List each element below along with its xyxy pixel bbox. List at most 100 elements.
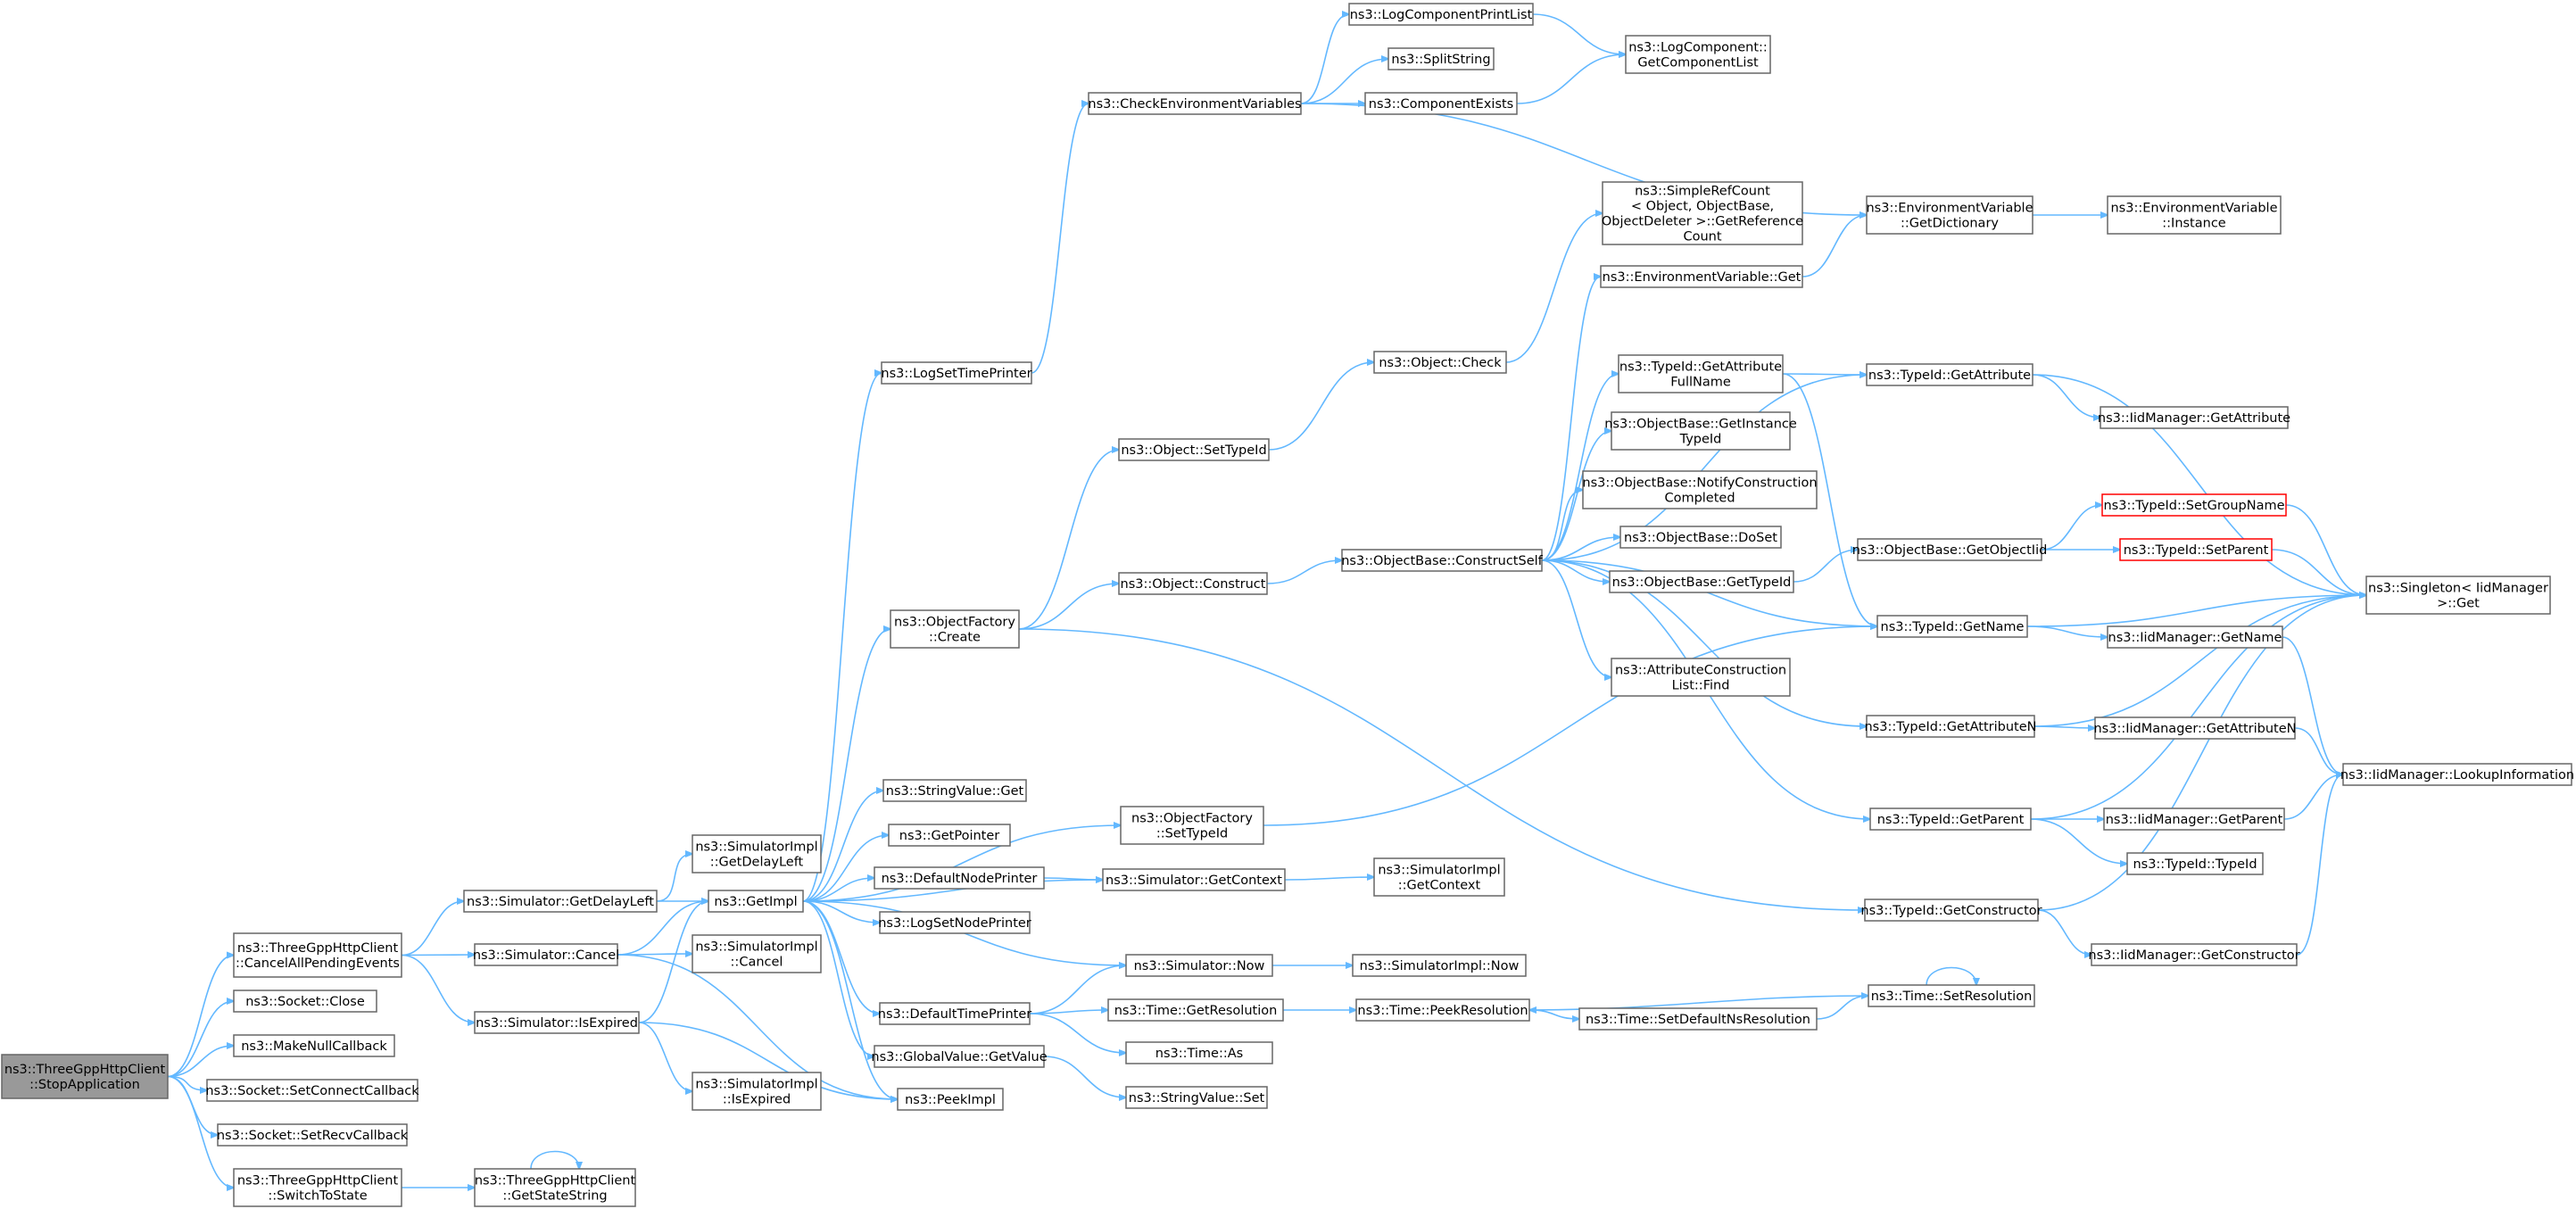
call-edge xyxy=(1782,374,1867,375)
node-box xyxy=(1120,806,1264,845)
function-node[interactable]: ns3::IidManager::GetParent xyxy=(2103,807,2285,831)
function-node[interactable]: ns3::SimulatorImpl::GetDelayLeft xyxy=(692,834,822,874)
node-box xyxy=(881,361,1032,385)
function-node[interactable]: ns3::LogSetNodePrinter xyxy=(878,911,1031,934)
function-node[interactable]: ns3::ObjectBase::ConstructSelf xyxy=(1341,549,1544,572)
function-node[interactable]: ns3::TypeId::GetName xyxy=(1876,615,2028,638)
call-edge xyxy=(1031,104,1089,374)
node-box xyxy=(474,1011,640,1034)
function-node[interactable]: ns3::DefaultNodePrinter xyxy=(874,866,1045,890)
node-label: ns3::IidManager::GetParent xyxy=(2106,813,2283,827)
function-node[interactable]: ns3::Object::Construct xyxy=(1118,572,1268,595)
function-node[interactable]: ns3::Time::PeekResolution xyxy=(1355,998,1530,1022)
function-node[interactable]: ns3::ObjectFactory::Create xyxy=(890,609,1020,649)
function-node[interactable]: ns3::Socket::SetRecvCallback xyxy=(217,1123,409,1147)
call-edge xyxy=(2271,549,2366,595)
function-node[interactable]: ns3::LogSetTimePrinter xyxy=(881,361,1032,385)
function-node[interactable]: ns3::ThreeGppHttpClient::StopApplication xyxy=(1,1054,169,1099)
function-node[interactable]: ns3::Time::SetResolution xyxy=(1868,984,2035,1007)
call-edge xyxy=(2041,505,2102,551)
function-node[interactable]: ns3::ObjectFactory::SetTypeId xyxy=(1120,806,1264,845)
function-node[interactable]: ns3::EnvironmentVariable::GetDictionary xyxy=(1866,195,2033,235)
function-node[interactable]: ns3::ThreeGppHttpClient::GetStateString xyxy=(474,1168,636,1207)
node-label: ns3::EnvironmentVariable xyxy=(2110,202,2277,216)
function-node[interactable]: ns3::MakeNullCallback xyxy=(233,1034,395,1057)
function-node[interactable]: ns3::TypeId::SetGroupName xyxy=(2101,493,2287,517)
function-node[interactable]: ns3::Object::SetTypeId xyxy=(1118,438,1270,461)
function-node[interactable]: ns3::IidManager::GetAttributeN xyxy=(2093,716,2297,740)
function-node[interactable]: ns3::EnvironmentVariable::Get xyxy=(1600,265,1803,288)
node-box xyxy=(1,1054,169,1099)
function-node[interactable]: ns3::IidManager::GetName xyxy=(2107,625,2283,649)
function-node[interactable]: ns3::GetImpl xyxy=(708,890,804,913)
node-label: ns3::LogSetNodePrinter xyxy=(878,916,1031,931)
function-node[interactable]: ns3::DefaultTimePrinter xyxy=(878,1002,1031,1025)
node-box xyxy=(2100,406,2289,429)
node-box xyxy=(874,1045,1045,1068)
function-node[interactable]: ns3::IidManager::GetAttribute xyxy=(2098,406,2290,429)
function-node[interactable]: ns3::ObjectBase::NotifyConstructionCompl… xyxy=(1582,470,1818,509)
node-box xyxy=(1373,857,1505,897)
function-node[interactable]: ns3::Singleton< IidManager>::Get xyxy=(2365,576,2551,615)
node-label: ns3::StringValue::Set xyxy=(1129,1091,1265,1105)
function-node[interactable]: ns3::SimulatorImpl::Now xyxy=(1352,954,1527,977)
function-node[interactable]: ns3::TypeId::SetParent xyxy=(2119,538,2273,561)
function-node[interactable]: ns3::Object::Check xyxy=(1373,351,1507,374)
function-node[interactable]: ns3::Simulator::GetDelayLeft xyxy=(463,890,658,913)
function-node[interactable]: ns3::ComponentExists xyxy=(1364,92,1518,115)
node-label: ns3::TypeId::SetParent xyxy=(2124,543,2269,558)
call-edge xyxy=(1541,559,1877,626)
function-node[interactable]: ns3::TypeId::GetAttribute xyxy=(1866,363,2033,386)
function-node[interactable]: ns3::Socket::Close xyxy=(233,990,377,1013)
node-label: FullName xyxy=(1670,376,1731,390)
function-node[interactable]: ns3::CheckEnvironmentVariables xyxy=(1088,92,1302,115)
function-node[interactable]: ns3::EnvironmentVariable::Instance xyxy=(2107,195,2282,235)
function-node[interactable]: ns3::TypeId::TypeId xyxy=(2126,852,2264,875)
function-node[interactable]: ns3::ObjectBase::GetTypeId xyxy=(1609,570,1794,593)
call-edge xyxy=(656,854,692,902)
function-node[interactable]: ns3::TypeId::GetConstructor xyxy=(1860,898,2042,922)
function-node[interactable]: ns3::SimulatorImpl::Cancel xyxy=(692,934,822,973)
function-node[interactable]: ns3::GlobalValue::GetValue xyxy=(871,1045,1048,1068)
function-node[interactable]: ns3::PeekImpl xyxy=(897,1088,1004,1111)
function-node[interactable]: ns3::Time::SetDefaultNsResolution xyxy=(1578,1007,1818,1031)
function-node[interactable]: ns3::StringValue::Set xyxy=(1125,1086,1268,1109)
function-node[interactable]: ns3::Simulator::IsExpired xyxy=(474,1011,640,1034)
function-node[interactable]: ns3::SimulatorImpl::GetContext xyxy=(1373,857,1505,897)
function-node[interactable]: ns3::TypeId::GetParent xyxy=(1869,807,2032,831)
call-edge xyxy=(802,373,882,902)
function-node[interactable]: ns3::SimpleRefCount< Object, ObjectBase,… xyxy=(1602,181,1803,245)
node-box xyxy=(1088,92,1302,115)
function-node[interactable]: ns3::Simulator::GetContext xyxy=(1102,868,1286,891)
function-node[interactable]: ns3::Simulator::Cancel xyxy=(473,943,619,966)
node-label: ns3::IidManager::GetAttributeN xyxy=(2093,722,2296,736)
function-node[interactable]: ns3::GetPointer xyxy=(888,824,1011,847)
function-node[interactable]: ns3::LogComponentPrintList xyxy=(1348,3,1534,26)
call-edge xyxy=(1802,215,1867,277)
function-node[interactable]: ns3::SimulatorImpl::IsExpired xyxy=(692,1072,822,1111)
function-node[interactable]: ns3::TypeId::GetAttributeN xyxy=(1864,715,2037,738)
function-node[interactable]: ns3::LogComponent::GetComponentList xyxy=(1625,35,1771,74)
function-node[interactable]: ns3::ThreeGppHttpClient::SwitchToState xyxy=(233,1168,402,1207)
node-label: ns3::SimulatorImpl xyxy=(1378,864,1500,878)
function-node[interactable]: ns3::IidManager::GetConstructor xyxy=(2088,943,2300,966)
call-edge xyxy=(1541,559,1867,726)
node-label: ns3::CheckEnvironmentVariables xyxy=(1088,97,1301,112)
node-box xyxy=(1866,363,2033,386)
function-node[interactable]: ns3::Time::GetResolution xyxy=(1107,998,1284,1022)
function-node[interactable]: ns3::ObjectBase::DoSet xyxy=(1619,526,1782,549)
function-node[interactable]: ns3::IidManager::LookupInformation xyxy=(2340,763,2574,786)
function-node[interactable]: ns3::ObjectBase::GetObjectIid xyxy=(1852,538,2048,561)
node-label: ns3::TypeId::GetParent xyxy=(1877,813,2025,827)
call-edge xyxy=(1541,374,1619,561)
function-node[interactable]: ns3::Time::As xyxy=(1125,1041,1273,1064)
node-label: ns3::Simulator::GetDelayLeft xyxy=(467,895,654,909)
function-node[interactable]: ns3::Socket::SetConnectCallback xyxy=(205,1079,419,1102)
function-node[interactable]: ns3::SplitString xyxy=(1387,47,1495,70)
function-node[interactable]: ns3::Simulator::Now xyxy=(1125,954,1273,977)
function-node[interactable]: ns3::StringValue::Get xyxy=(882,779,1027,802)
function-node[interactable]: ns3::ThreeGppHttpClient::CancelAllPendin… xyxy=(233,932,402,978)
